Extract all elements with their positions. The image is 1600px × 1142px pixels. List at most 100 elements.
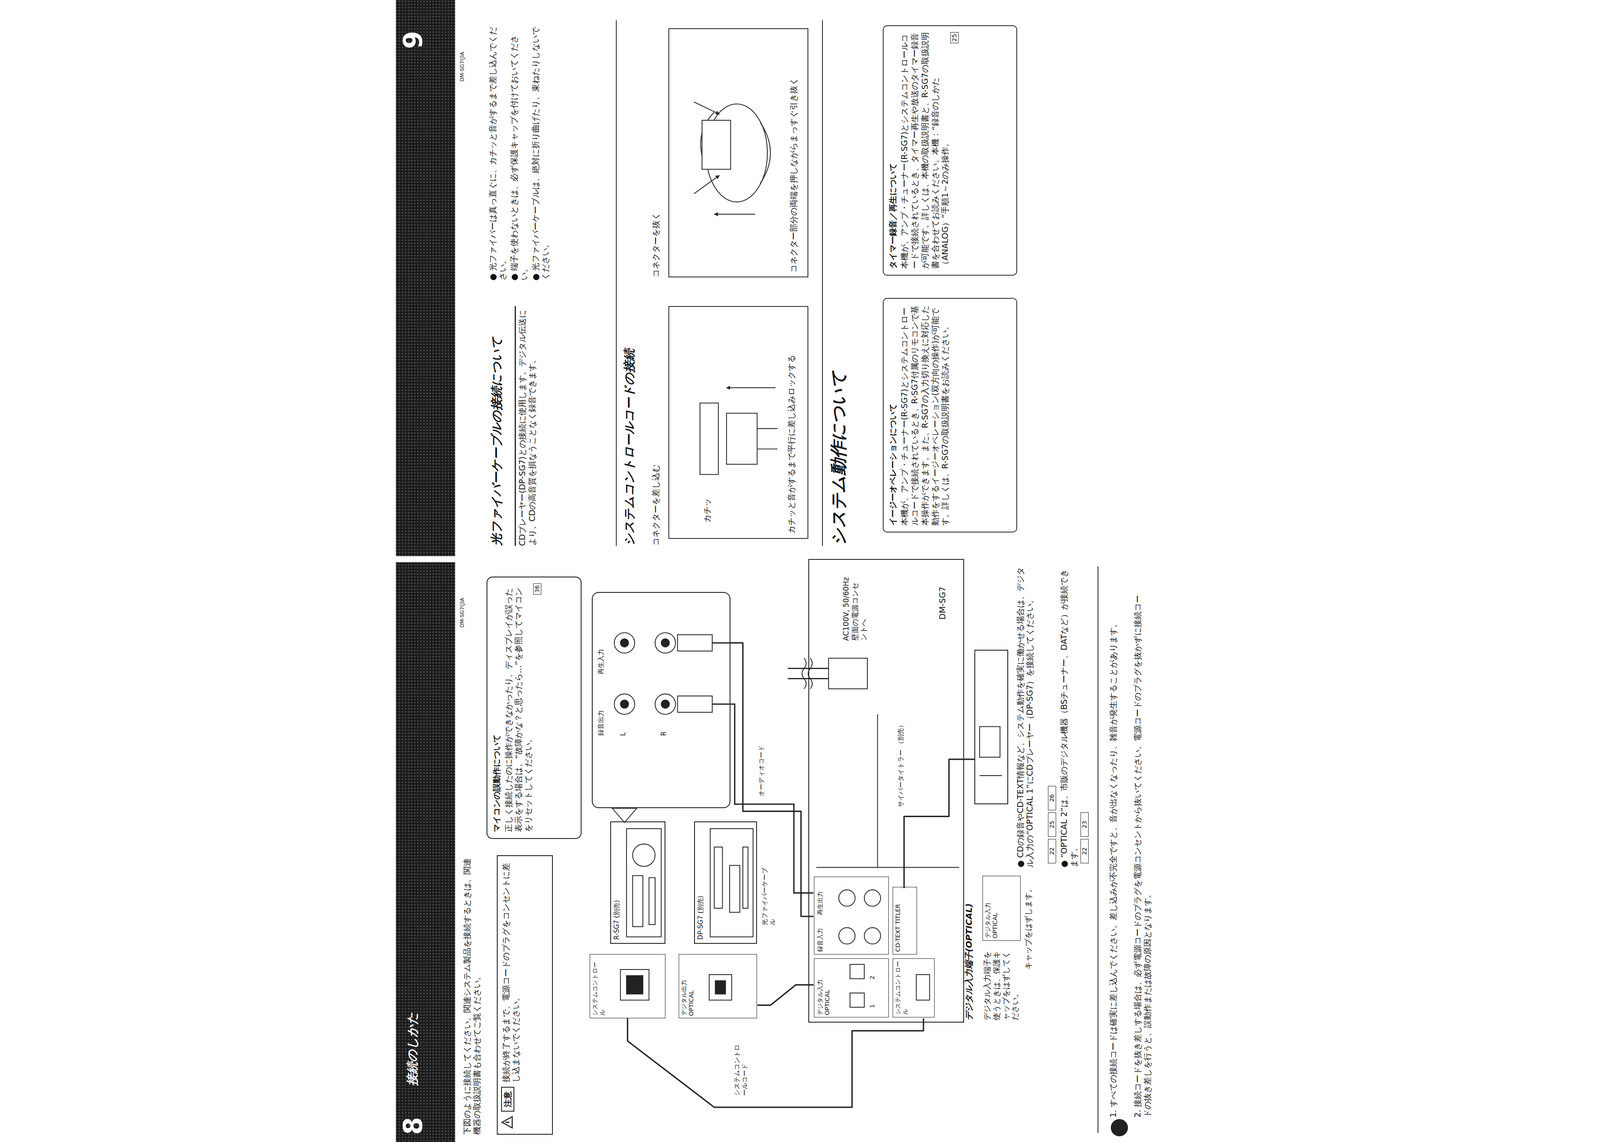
header-band bbox=[395, 0, 455, 556]
node-text: R bbox=[659, 717, 668, 736]
cable bbox=[712, 641, 731, 644]
step-label: コネクターを差し込む bbox=[650, 428, 661, 546]
node-text: DP-SG7 (別売) bbox=[696, 825, 705, 940]
amplifier-unit: R-SG7 (別売) bbox=[610, 821, 666, 944]
node-text: L bbox=[619, 717, 627, 736]
node-text: CD-TEXT TITLER bbox=[894, 889, 902, 952]
chapter-title: 接続のしかた bbox=[406, 1000, 420, 1086]
titler-detail bbox=[979, 726, 1001, 757]
rca-jack bbox=[655, 632, 676, 654]
cd-player-front bbox=[710, 828, 754, 937]
node-text: デジタル入力 OPTICAL bbox=[816, 959, 832, 1016]
button-row bbox=[742, 846, 749, 909]
connector-plug bbox=[726, 412, 758, 464]
caution-box: 注意接続が終了するまで、電源コードのプラグをコンセントに差し込まないでください。 bbox=[496, 854, 553, 1135]
bullet-note: ● 光ファイバーは真っ直ぐに、カチッと音がするまで差し込んでください。 bbox=[487, 20, 508, 281]
node-text: 再生入力 bbox=[596, 617, 605, 675]
bullet-note: ● 端子を使わないときは、必ず保護キャップを付けておいてください。 bbox=[509, 20, 529, 281]
info-box: イージーオペレーションについて本機が、アンプ・チューナー(R-SG7)とシステム… bbox=[882, 297, 1018, 533]
break-mark bbox=[801, 658, 807, 689]
rca-jack bbox=[838, 889, 855, 906]
bullet-note: ● 光ファイバーケーブルは、絶対に折り曲げたり、束ねたりしないでください。 bbox=[530, 20, 551, 281]
optical-output-jack: デジタル出力 OPTICAL bbox=[678, 953, 758, 1019]
titler-jack: CD-TEXT TITLER bbox=[892, 886, 918, 954]
power-label: AC100V, 50/60Hz 壁面の電源コンセントへ bbox=[841, 576, 868, 641]
disc-tray bbox=[714, 846, 723, 909]
page-ref: 23 bbox=[1080, 812, 1089, 837]
cable bbox=[712, 703, 731, 705]
bullet-note: ● “OPTICAL 2”は、市販のデジタル機器（BSチューナー、DATなど）が… bbox=[1059, 566, 1079, 867]
press-arrow bbox=[694, 101, 720, 115]
rca-pin bbox=[620, 638, 629, 647]
node-text: 本機が、アンプ・チューナー(R-SG7)とシステムコントロールコードで接続されて… bbox=[899, 304, 951, 526]
press-arrow bbox=[694, 175, 720, 194]
intro-text: 下図のように接続してください。関連システム製品を接続するときは、関連機器の取扱説… bbox=[462, 854, 482, 1135]
display-window bbox=[632, 875, 643, 927]
node-text: カチッと音がするまで平行に差し込みロックする bbox=[786, 310, 797, 534]
header-band bbox=[395, 562, 455, 1142]
cabinet-edge bbox=[877, 714, 879, 868]
node-text: デジタル出力 OPTICAL bbox=[680, 956, 695, 1016]
cable-connector bbox=[627, 1018, 924, 1108]
system-control-jack: システムコントロール bbox=[892, 958, 935, 1018]
page-ref: 26 bbox=[1047, 785, 1057, 811]
optical-socket bbox=[849, 964, 864, 979]
memo-note: 2. 接続コードを抜き差しする場合は、必ず電源コードのプラグを電源コンセントから… bbox=[1132, 586, 1153, 1118]
callout-pointer bbox=[612, 807, 637, 823]
din-socket-inner bbox=[626, 975, 643, 994]
cd-player-unit: DP-SG7 (別売) bbox=[694, 821, 758, 944]
titler-detail bbox=[979, 774, 1002, 776]
rca-jack bbox=[614, 693, 636, 715]
socket bbox=[700, 403, 719, 475]
rca-pin bbox=[620, 699, 629, 708]
rca-pin bbox=[661, 699, 670, 708]
rca-jack bbox=[864, 927, 881, 944]
note-box: マイコンの誤動作について正しく接続したのに操作ができなかったり、ディスプレイが誤… bbox=[486, 576, 582, 839]
optical-input-jack: デジタル入力 OPTICAL12 bbox=[813, 958, 889, 1018]
section-heading: 光ファイバーケーブルの接続について bbox=[489, 295, 504, 546]
separator-line bbox=[615, 20, 617, 546]
page-ref: 22 bbox=[1047, 838, 1057, 864]
rca-jack-panel: 録音入力再生出力 bbox=[813, 876, 889, 954]
node-text: 正しく接続したのに操作ができなかったり、ディスプレイが誤った表示をする場合は、“… bbox=[503, 583, 534, 832]
rca-jack bbox=[838, 927, 855, 944]
cable-connector bbox=[757, 984, 814, 1006]
heading-rule bbox=[514, 305, 517, 546]
node-text: 再生出力 bbox=[816, 878, 824, 915]
node-text: システムコントロール bbox=[591, 956, 606, 1016]
section-heading: システム動作について bbox=[828, 305, 849, 546]
sound-label: カチッ bbox=[702, 479, 713, 523]
body-text: CDプレーヤー(DP-SG7)との接続に使用します。デジタル伝送により、CDの高… bbox=[517, 305, 538, 546]
illustration bbox=[395, 0, 1128, 1142]
display-window bbox=[729, 865, 740, 913]
body-text: デジタル入力端子を使うときは、保護キャップをはずしてください。 bbox=[982, 943, 1020, 1021]
cable-label: オーディオコード bbox=[756, 703, 766, 798]
node-text: 25 bbox=[950, 32, 959, 44]
finger-outline bbox=[700, 112, 771, 184]
rca-jack bbox=[864, 889, 881, 906]
sub-heading: デジタル入力端子(OPTICAL) bbox=[964, 872, 974, 1021]
section-heading: システムコントロールコードの接続 bbox=[622, 305, 637, 546]
page-ref: 25 bbox=[1047, 812, 1057, 837]
node-text: マイコンの誤動作について bbox=[491, 583, 502, 832]
node-text: デジタル入力 OPTICAL bbox=[984, 878, 999, 939]
optical-socket bbox=[849, 992, 864, 1007]
node-text: 録音出力 bbox=[596, 680, 605, 737]
node-text: DM-SG7 bbox=[937, 562, 947, 620]
cable bbox=[756, 427, 778, 429]
node-text: コネクター部分の両端を押しながらまっすぐ引き抜く bbox=[788, 31, 799, 273]
rca-pin bbox=[661, 638, 670, 647]
node-text: 録音入力 bbox=[816, 917, 824, 952]
node-text: 注意 bbox=[501, 1086, 515, 1112]
optical-socket bbox=[709, 974, 732, 1001]
rca-jack bbox=[655, 693, 676, 715]
node-text: 36 bbox=[533, 583, 542, 595]
button-row bbox=[649, 877, 656, 925]
memo-note: 1. すべての接続コードは確実に差し込んでください。差し込みが不完全ですと、音が… bbox=[1108, 586, 1119, 1118]
warning-icon bbox=[501, 1115, 514, 1129]
model-code: DM-SG7(J)A bbox=[459, 14, 466, 82]
node-text: R-SG7 (別売) bbox=[612, 825, 621, 940]
volume-knob bbox=[632, 843, 655, 867]
node-text: システムコントロール bbox=[894, 960, 909, 1015]
